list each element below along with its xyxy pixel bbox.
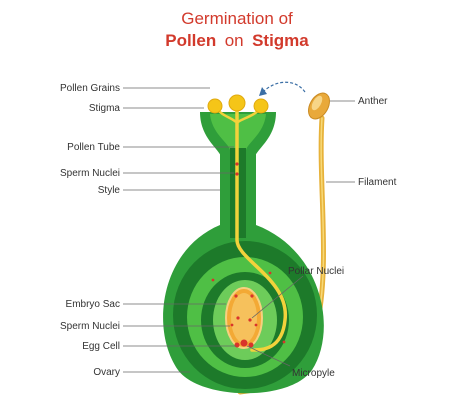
embryo-sac-inner: [231, 293, 257, 343]
embryo-nucleus-2: [250, 294, 254, 298]
label-style: Style: [98, 185, 121, 196]
sperm-nucleus-sac-1: [230, 323, 234, 327]
label-egg-cell: Egg Cell: [82, 341, 120, 352]
label-embryo-sac: Embryo Sac: [66, 299, 120, 310]
label-stigma: Stigma: [89, 103, 121, 114]
title-on: on: [225, 31, 244, 50]
pollination-arrowhead: [259, 87, 267, 96]
synergid-right: [248, 342, 254, 348]
synergid-left: [234, 342, 240, 348]
egg-cell: [240, 339, 248, 347]
embryo-nucleus-1: [234, 294, 238, 298]
label-micropyle: Micropyle: [292, 368, 335, 379]
sperm-nucleus-tube-4: [211, 278, 215, 282]
polar-nucleus-1: [236, 316, 240, 320]
label-sperm-nuclei-top: Sperm Nuclei: [60, 168, 120, 179]
sperm-nucleus-tube-1: [235, 162, 239, 166]
label-filament: Filament: [358, 177, 397, 188]
label-sperm-nuclei-bottom: Sperm Nuclei: [60, 321, 120, 332]
title-line2: Pollen on Stigma: [165, 31, 309, 50]
title-pollen: Pollen: [165, 31, 216, 50]
sperm-nucleus-sac-2: [254, 323, 258, 327]
label-anther: Anther: [358, 96, 388, 107]
label-ovary: Ovary: [93, 367, 120, 378]
anther-highlight: [311, 95, 323, 111]
label-pollen-tube: Pollen Tube: [67, 142, 120, 153]
title-stigma: Stigma: [252, 31, 309, 50]
label-pollen-grains: Pollen Grains: [60, 83, 120, 94]
polar-nucleus-2: [248, 318, 252, 322]
pollen-tube: [235, 106, 287, 352]
pollen-grain-left: [207, 98, 223, 114]
pollination-arrow: [262, 81, 306, 93]
pollen-grain-right: [253, 98, 269, 114]
sperm-nucleus-tube-3: [268, 271, 272, 275]
sperm-nucleus-tube-2: [235, 172, 239, 176]
leader-micropyle: [246, 345, 291, 367]
label-pollar-nuclei: Pollar Nuclei: [288, 266, 344, 277]
pollen-grain-center: [228, 94, 246, 112]
leader-pollar-nuclei: [251, 275, 304, 319]
title-line1: Germination of: [181, 9, 293, 28]
sperm-nucleus-tube-5: [282, 340, 286, 344]
